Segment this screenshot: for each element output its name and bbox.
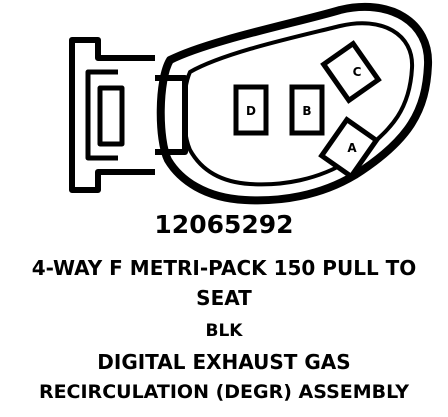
cavity-a-label: A (347, 141, 357, 155)
part-number: 12065292 (154, 210, 294, 239)
cavity-c: C (320, 40, 382, 104)
cavity-b: B (289, 84, 325, 136)
color-code: BLK (205, 321, 243, 341)
connector-description-line1: 4-WAY F METRI-PACK 150 PULL TO (31, 256, 417, 280)
cavity-c-label: C (353, 65, 362, 79)
component-name-line1: DIGITAL EXHAUST GAS (97, 350, 351, 374)
cavity-b-label: B (302, 104, 311, 118)
component-name-line2: RECIRCULATION (DEGR) ASSEMBLY (38, 381, 410, 403)
cavity-a: A (318, 116, 380, 180)
cavity-d: D (233, 84, 269, 136)
connector-description-line2: SEAT (196, 286, 252, 310)
cavity-d-label: D (246, 104, 256, 118)
